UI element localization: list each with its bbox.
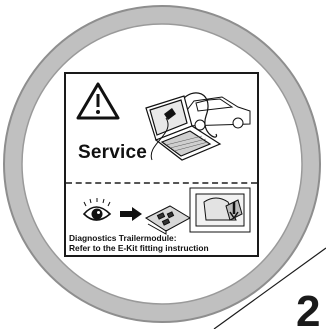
service-heading: Service — [78, 142, 147, 164]
laptop-icon — [146, 96, 220, 160]
eye-icon — [84, 198, 110, 220]
sticker-stage: Service Diagnostics Trailermodule: Refer… — [0, 0, 326, 329]
warning-triangle-icon — [78, 84, 118, 118]
page-digit: 2 — [296, 290, 320, 334]
car-icon — [184, 97, 250, 130]
diagnostics-line-1: Diagnostics Trailermodule: — [69, 233, 209, 243]
service-label: Service Diagnostics Trailermodule: Refer… — [64, 72, 259, 257]
label-illustration — [66, 74, 257, 255]
diagnostics-note: Diagnostics Trailermodule: Refer to the … — [69, 233, 209, 253]
diagnostics-line-2: Refer to the E-Kit fitting instruction — [69, 243, 209, 253]
dashed-divider — [66, 182, 257, 184]
trunk-module-icon — [190, 188, 250, 232]
right-arrow-icon — [120, 207, 142, 221]
trailer-module-icon — [146, 206, 190, 234]
